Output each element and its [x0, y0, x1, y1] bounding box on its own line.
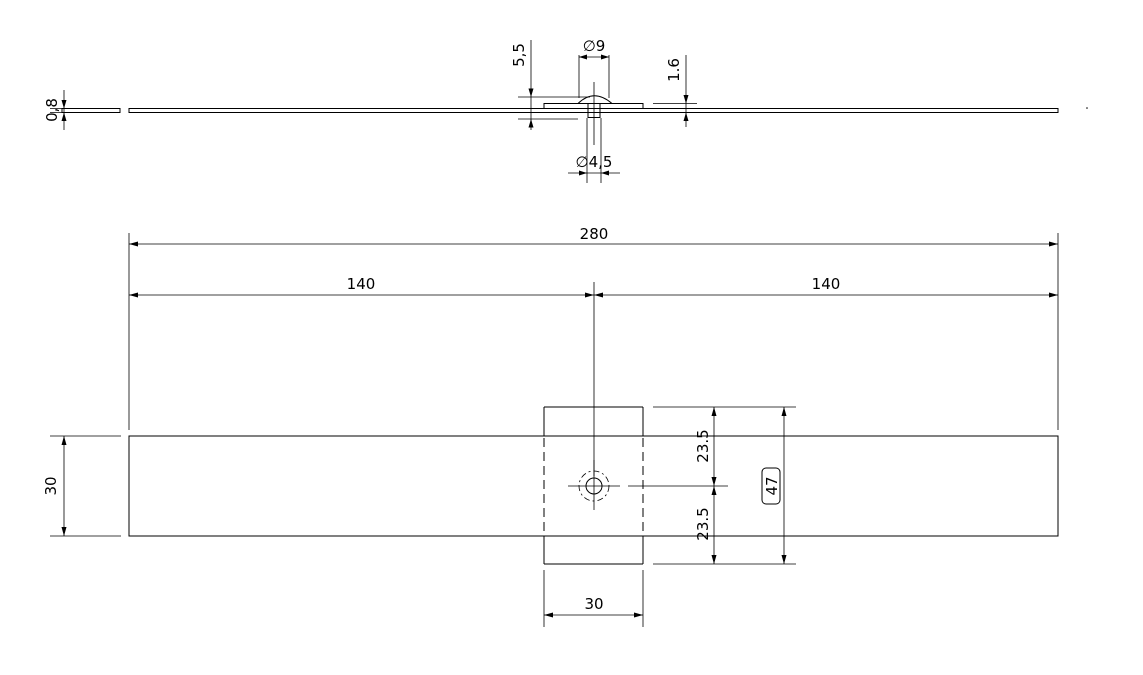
dim-strip-width: 30 [42, 435, 121, 537]
dim-label-plate-thickness: 1.6 [665, 58, 683, 82]
dim-overall-length: 280 [128, 225, 1059, 430]
dim-plate-offsets: 23.5 23.5 47 [653, 406, 796, 565]
stray-dot [1086, 107, 1088, 109]
dim-label-boss-height: 5,5 [510, 43, 528, 67]
dim-label-strip-width: 30 [42, 476, 60, 495]
dim-sheet-thickness: 0,8 [43, 90, 76, 130]
dim-boss-diameter: ∅9 [578, 37, 610, 98]
side-plate [543, 103, 644, 109]
side-boss [577, 95, 613, 104]
dim-label-overall-length: 280 [580, 225, 609, 243]
dim-boss-height: 5,5 [510, 40, 590, 130]
dim-half-lengths: 140 140 [129, 275, 1058, 476]
top-view: 280 140 140 30 [42, 225, 1059, 627]
dim-label-plate-height-reference: 47 [763, 476, 781, 495]
dim-label-half-length-left: 140 [347, 275, 376, 293]
top-plate [543, 406, 644, 565]
dim-hole-diameter: ∅4,5 [568, 118, 620, 183]
dim-label-plate-width: 30 [584, 595, 603, 613]
dim-label-plate-lower-offset: 23.5 [694, 507, 712, 540]
top-strip [128, 435, 1059, 537]
side-strip [128, 108, 1059, 113]
dim-label-plate-upper-offset: 23.5 [694, 429, 712, 462]
dim-plate-thickness: 1.6 [653, 55, 697, 127]
dim-plate-width: 30 [543, 570, 644, 627]
side-view: 0,8 5,5 ∅9 1.6 [43, 37, 1088, 183]
dim-label-hole-diameter: ∅4,5 [576, 153, 613, 171]
dim-label-boss-diameter: ∅9 [583, 37, 606, 55]
top-hole [568, 460, 728, 510]
reference-dim-box [761, 467, 781, 505]
side-strip-left-stub [61, 108, 121, 113]
dim-label-half-length-right: 140 [812, 275, 841, 293]
dim-label-sheet-thickness: 0,8 [43, 98, 61, 122]
